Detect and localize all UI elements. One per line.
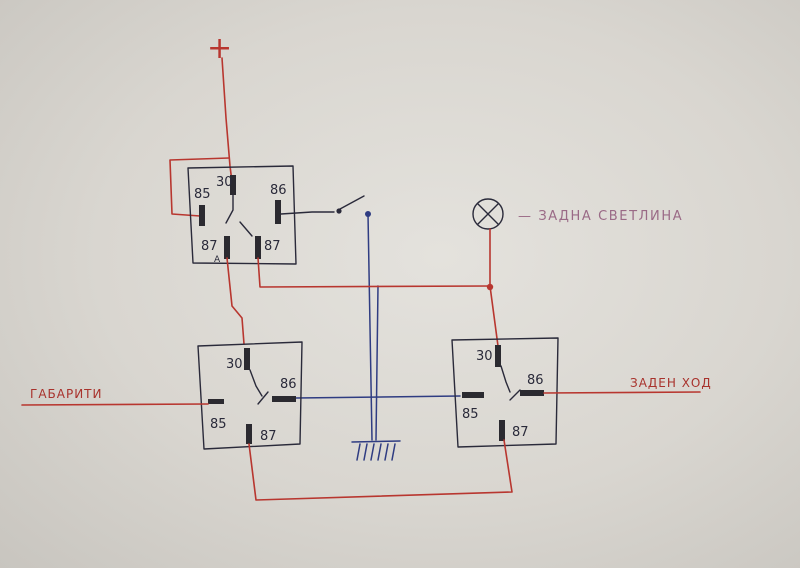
ground-vertical-wire xyxy=(367,213,373,441)
supply-wire xyxy=(221,57,233,183)
left-input-wire xyxy=(21,403,209,406)
relay-right-pin-87 xyxy=(499,420,505,441)
relay-top-pin-30 xyxy=(230,175,236,195)
relay-top-box xyxy=(187,165,297,265)
left-input-label: ГАБАРИТИ xyxy=(30,387,103,401)
relay-right: 30 86 85 87 xyxy=(451,337,559,448)
lamp-label: — ЗАДНА СВЕТЛИНА xyxy=(518,209,683,224)
ground-vertical-wire-2 xyxy=(375,285,379,441)
relay-top-contact xyxy=(239,221,253,237)
supply-loop-to-85 xyxy=(169,157,230,217)
switch-feed-wire xyxy=(280,211,335,215)
relay-top-pin-87 xyxy=(255,236,261,259)
relay-top-mark-a: A xyxy=(214,255,221,265)
right-input-wire xyxy=(543,391,701,394)
right-input-label: ЗАДЕН ХОД xyxy=(630,376,712,390)
lamp-circle xyxy=(472,198,504,230)
relay-top-label-86: 86 xyxy=(270,183,287,198)
relay-top-switch-arm xyxy=(225,194,234,224)
junction-dot xyxy=(486,283,494,291)
relay-top-label-87a: 87 xyxy=(201,239,218,254)
relay-top-label-85: 85 xyxy=(194,187,211,202)
top87a-to-left30-wire xyxy=(226,257,245,345)
relay-right-label-86: 86 xyxy=(527,373,544,388)
bottom-87-link-wire xyxy=(248,439,513,501)
relay-top-coil-86 xyxy=(275,200,281,224)
relay-right-label-85: 85 xyxy=(462,407,479,422)
relay-right-box xyxy=(451,337,559,448)
relay-right-coil-86 xyxy=(520,390,544,396)
relay-top-label-87: 87 xyxy=(264,239,281,254)
top87-to-lamp-wire xyxy=(257,257,491,288)
relay-left-coil-86 xyxy=(272,396,296,402)
relay-left-pin-87 xyxy=(246,424,252,444)
relay-left-box xyxy=(197,341,303,450)
switch-lever xyxy=(339,195,365,210)
relay-left-label-87: 87 xyxy=(260,429,277,444)
relay-left-switch-arm xyxy=(249,369,263,397)
lamp xyxy=(472,198,504,230)
ground-symbol xyxy=(351,440,401,461)
relay-top-label-30: 30 xyxy=(216,175,233,190)
relay-right-switch-arm xyxy=(500,365,511,393)
relay-left-label-86: 86 xyxy=(280,377,297,392)
relay-left-coil-85 xyxy=(208,399,224,404)
relay-top-coil-85 xyxy=(199,205,205,226)
relay-right-label-87: 87 xyxy=(512,425,529,440)
plus-symbol: + xyxy=(207,31,232,66)
switch-contact-left xyxy=(336,208,342,214)
relay-top-pin-87a xyxy=(224,236,230,259)
relay-right-label-30: 30 xyxy=(476,349,493,364)
relay-right-coil-85 xyxy=(462,392,484,398)
relay-top: 85 30 86 87 87 A xyxy=(187,165,297,265)
relay-right-pin-30 xyxy=(495,345,501,367)
relay-left-contact xyxy=(257,391,269,405)
relay-right-contact xyxy=(509,389,521,401)
relay-left-pin-30 xyxy=(244,348,250,370)
relay-left: 30 86 85 87 xyxy=(197,341,303,450)
coil-link-wire xyxy=(295,395,461,399)
relay-left-label-30: 30 xyxy=(226,357,243,372)
lamp-cross xyxy=(477,203,499,225)
relay-left-label-85: 85 xyxy=(210,417,227,432)
